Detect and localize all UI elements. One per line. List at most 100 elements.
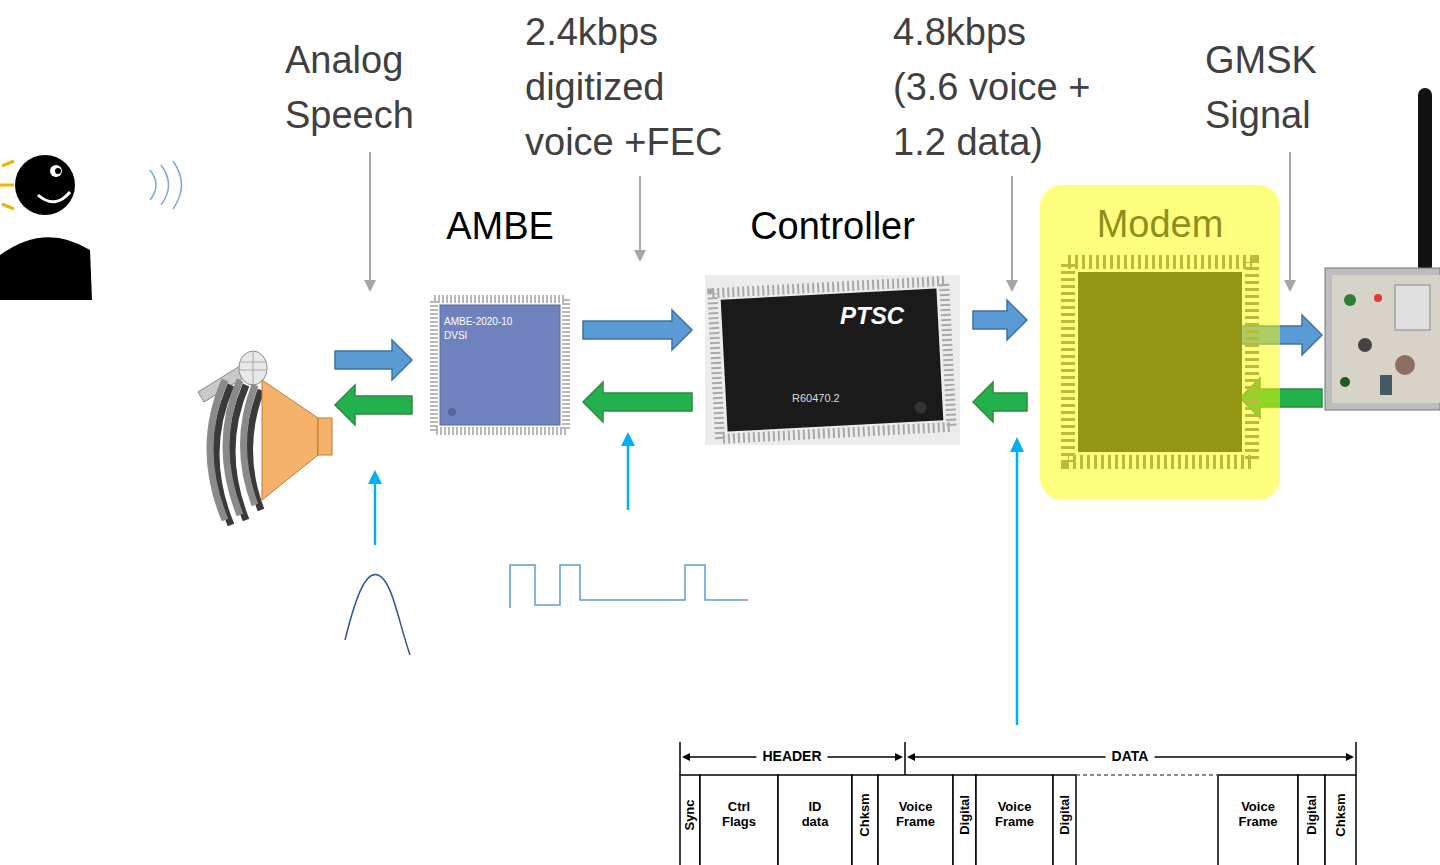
pointer-arrow [1010,437,1024,452]
signal-label: 4.8kbps (3.6 voice + 1.2 data) [893,5,1097,170]
radio-transceiver [1380,375,1392,395]
sound-waves [161,165,169,205]
signal-label: Analog Speech [285,33,435,143]
controller-chip [705,275,960,445]
speaker [318,418,332,455]
signal-arrow [583,310,692,350]
signal-arrow [335,340,412,380]
person-icon [2,204,14,209]
ambe-chip [434,299,566,431]
frame-table [778,775,852,865]
speaker [244,385,256,505]
signal-label: GMSK Signal [1205,33,1335,143]
frame-table [1053,775,1076,865]
person-icon [55,168,61,174]
chip-marking: AMBE-2020-10 [444,316,512,328]
frame-bracket [1346,753,1354,761]
frame-table [878,775,953,865]
person-icon [50,165,62,177]
leader-arrow [1011,176,1013,282]
frame-bracket [682,753,690,761]
pointer-arrow [368,432,1024,725]
pointer-arrow [368,470,382,484]
controller-chip [705,275,960,445]
radio-transceiver [1344,294,1356,306]
table-cell: Digital [957,795,972,835]
table-cell: Voice Frame [991,800,1039,830]
pointer-arrow [1016,450,1019,725]
frame-bracket [907,753,915,761]
sine-wave [345,574,410,655]
frame-bracket [679,742,681,775]
frame-table [852,775,878,865]
frame-table [1325,775,1356,865]
ambe-chip [448,408,456,416]
person-icon [0,237,92,300]
table-cell: Voice Frame [892,800,940,830]
table-cell: Voice Frame [1234,800,1282,830]
person-icon [0,155,92,300]
controller-chip [721,288,944,431]
ambe-chip [434,299,566,431]
table-cell: Chksm [1333,793,1348,836]
person-icon [15,155,75,215]
frame-table [1298,775,1325,865]
table-cell: ID data [797,800,833,830]
radio-transceiver [1340,377,1350,387]
radio-transceiver [1395,355,1415,375]
table-cell: Ctrl Flags [719,800,759,830]
person-icon [38,192,70,202]
frame-table [1076,774,1218,776]
ambe-chip [440,305,560,425]
square-wave [510,565,748,608]
block-name: AMBE [446,205,554,249]
frame-table [680,775,1356,865]
controller-chip [914,401,927,414]
frame-bracket [895,753,903,761]
pointer-arrow [374,482,377,545]
block-name: Modem [1097,203,1224,247]
frame-table [1218,775,1298,865]
person-icon [2,161,14,166]
signal-arrow [335,385,412,425]
frame-table [700,775,778,865]
chip-marking: DVSI [444,330,467,342]
radio-transceiver [1358,338,1372,352]
table-cell: Chksm [858,793,873,836]
chip-block: Controller [705,275,960,445]
person-icon [0,184,14,187]
speaker [210,380,332,525]
speaker [262,380,318,500]
microphone [239,351,267,385]
table-cell: Sync [683,799,698,830]
speaker [210,380,225,520]
radio-transceiver [1395,285,1430,330]
signal-arrow [583,382,692,422]
radio-transceiver [1374,294,1382,302]
chip-marking: R60470.2 [792,392,840,405]
leader-arrow [1006,280,1018,292]
pointer-arrow [627,444,630,510]
radio-transceiver [1418,88,1432,273]
table-cell: Digital [1304,795,1319,835]
leader-arrow [364,280,376,292]
table-cell: Digital [1057,795,1072,835]
controller-chip [712,281,951,439]
microphone [253,352,254,385]
radio-transceiver [1325,88,1440,410]
leader-arrow [639,176,641,252]
frame-bracket [680,742,1356,775]
leader-arrow [1289,152,1291,282]
frame-bracket [904,742,906,775]
frame-bracket [1355,742,1357,775]
signal-arrow [973,300,1027,340]
pointer-arrow [621,432,635,446]
frame-section: DATA [1106,748,1155,764]
leader-arrow [369,152,371,282]
frame-table [953,775,976,865]
chip-marking: PTSC [840,302,904,330]
leader-arrow [634,250,646,262]
sound-waves [173,161,182,209]
block-name: Controller [750,205,915,249]
